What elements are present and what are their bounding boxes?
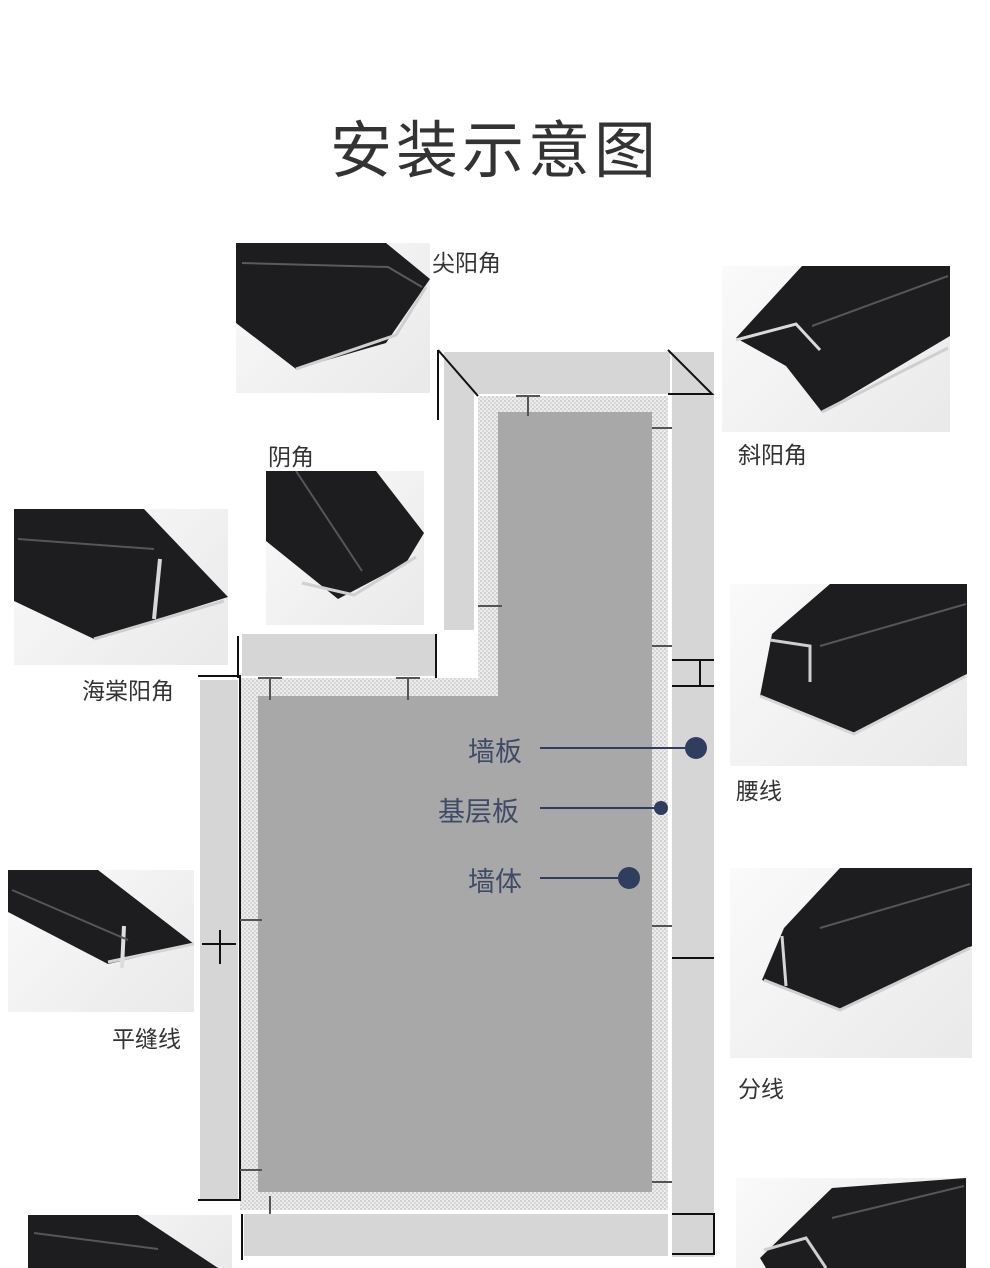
layer-label-base-board: 基层板: [438, 797, 519, 828]
label-bevel-outer-corner: 斜阳角: [738, 443, 807, 469]
screws: [240, 395, 672, 1214]
wall-panel-top: [444, 352, 670, 394]
photo-divider-line: [730, 868, 972, 1058]
callout-leaders: [540, 737, 707, 889]
page-title: 安装示意图: [329, 114, 660, 187]
photo-begonia-outer-corner: [14, 509, 228, 665]
bevel-corner-profile: [667, 349, 715, 395]
wall-body: [258, 412, 652, 1192]
label-inner-corner: 阴角: [268, 445, 314, 471]
wall-panel-upper-left: [444, 352, 474, 630]
label-sharp-outer-corner: 尖阳角: [432, 251, 501, 277]
photo-inner-corner: [266, 471, 424, 625]
photo-bevel-outer-corner: [722, 266, 950, 432]
layer-label-wall-panel: 墙板: [468, 737, 522, 768]
layer-label-wall-body: 墙体: [468, 867, 522, 898]
profile-strokes: [198, 349, 715, 1260]
wall-panel-bottom: [244, 1214, 668, 1256]
label-flat-seam-line: 平缝线: [112, 1027, 181, 1053]
photo-bottom-left-profile: [28, 1215, 232, 1268]
wall-panel-middle: [242, 634, 436, 676]
photo-sharp-outer-corner: [236, 243, 430, 393]
photo-waist-line: [730, 584, 967, 766]
middle-corner-profile: [237, 634, 437, 678]
photo-bottom-right-profile: [736, 1178, 966, 1268]
begonia-corner-profile: [198, 675, 241, 1201]
sharp-corner-profile: [437, 349, 479, 420]
label-divider-line: 分线: [738, 1077, 784, 1103]
label-begonia-outer-corner: 海棠阳角: [82, 679, 174, 705]
wall-body-dot: [618, 867, 640, 889]
label-waist-line: 腰线: [736, 779, 782, 805]
flat-seam-profile: [202, 930, 236, 964]
base-board-dot: [654, 801, 668, 815]
photo-flat-seam-line: [8, 870, 194, 1012]
wall-panel-dot: [685, 737, 707, 759]
bottom-corner-profile: [672, 1213, 715, 1255]
waist-line-profile: [672, 659, 714, 687]
wall-panel-right: [672, 352, 714, 1257]
